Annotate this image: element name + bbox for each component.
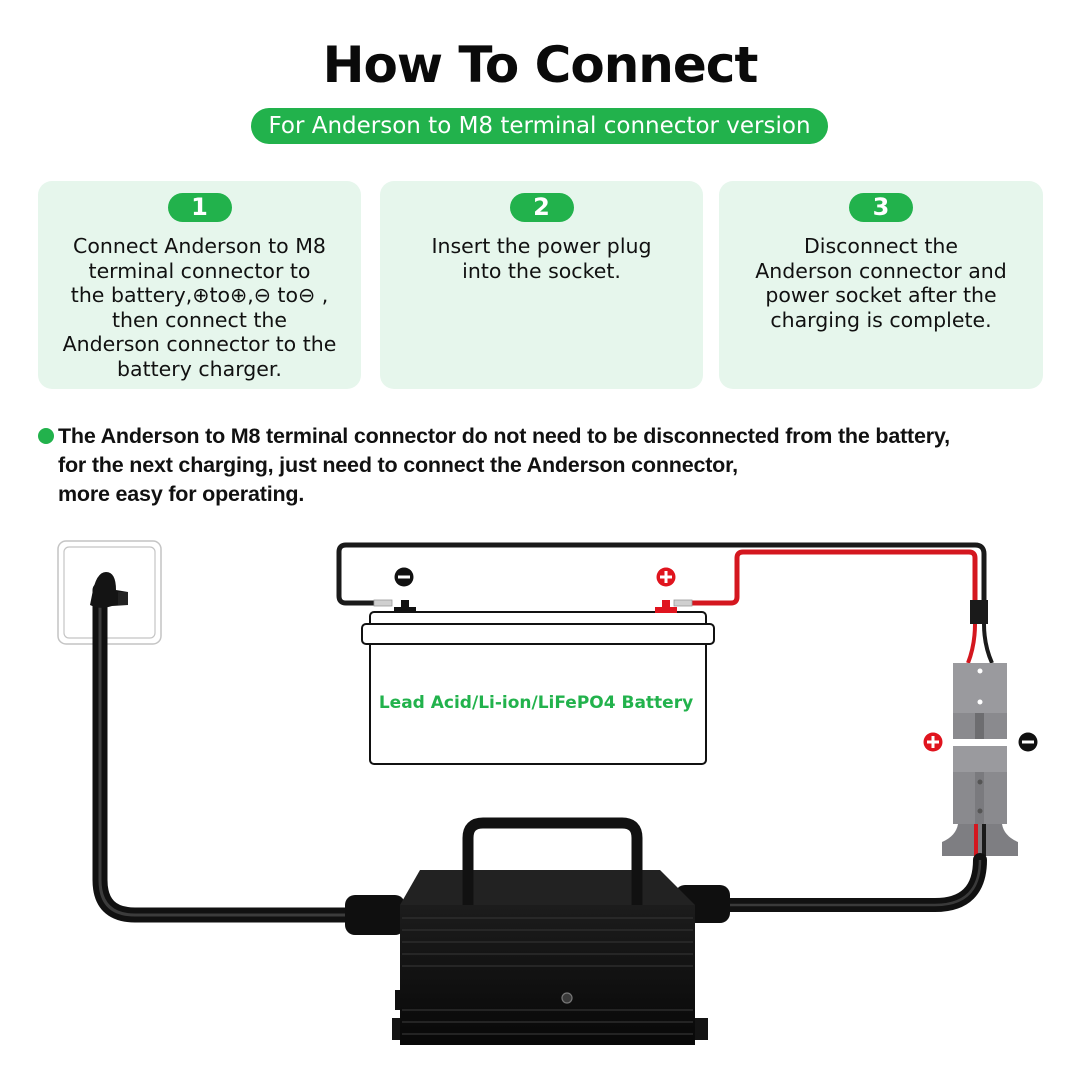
battery-label: Lead Acid/Li-ion/LiFePO4 Battery (379, 693, 693, 713)
negative-terminal (394, 600, 416, 613)
note-line: more easy for operating. (58, 482, 305, 506)
step-text: Insert the power plug into the socket. (431, 234, 652, 283)
page-title: How To Connect (322, 36, 759, 94)
note-line: for the next charging, just need to conn… (58, 453, 738, 477)
negative-wire (336, 542, 987, 606)
minus-icon (394, 567, 414, 587)
connector-plus-icon (923, 732, 943, 752)
step-number-badge: 1 (167, 193, 232, 222)
battery-charger (345, 817, 730, 1045)
note-line: The Anderson to M8 terminal connector do… (58, 424, 950, 448)
step-text: Connect Anderson to M8 terminal connecto… (62, 234, 337, 381)
positive-terminal (655, 600, 677, 613)
wiring-diagram: Lead Acid/Li-ion/LiFePO4 Battery (57, 540, 1038, 1045)
step-card-2: 2 Insert the power plug into the socket. (380, 181, 703, 389)
dc-output-cable (693, 853, 987, 912)
anderson-connector-bottom (942, 746, 1018, 856)
bullet-icon (38, 428, 54, 444)
anderson-connector-top (953, 663, 1007, 739)
plus-icon (656, 567, 676, 587)
connector-minus-icon (1018, 732, 1038, 752)
step-text: Disconnect the Anderson connector and po… (755, 234, 1007, 332)
power-plug (90, 572, 128, 608)
step-card-1: 1 Connect Anderson to M8 terminal connec… (38, 181, 361, 389)
step-number-badge: 2 (509, 193, 574, 222)
step-card-3: 3 Disconnect the Anderson connector and … (719, 181, 1043, 389)
step-number-badge: 3 (849, 193, 913, 222)
version-subtitle-badge: For Anderson to M8 terminal connector ve… (251, 108, 828, 144)
battery: Lead Acid/Li-ion/LiFePO4 Battery (361, 600, 715, 765)
positive-wire (685, 549, 978, 606)
